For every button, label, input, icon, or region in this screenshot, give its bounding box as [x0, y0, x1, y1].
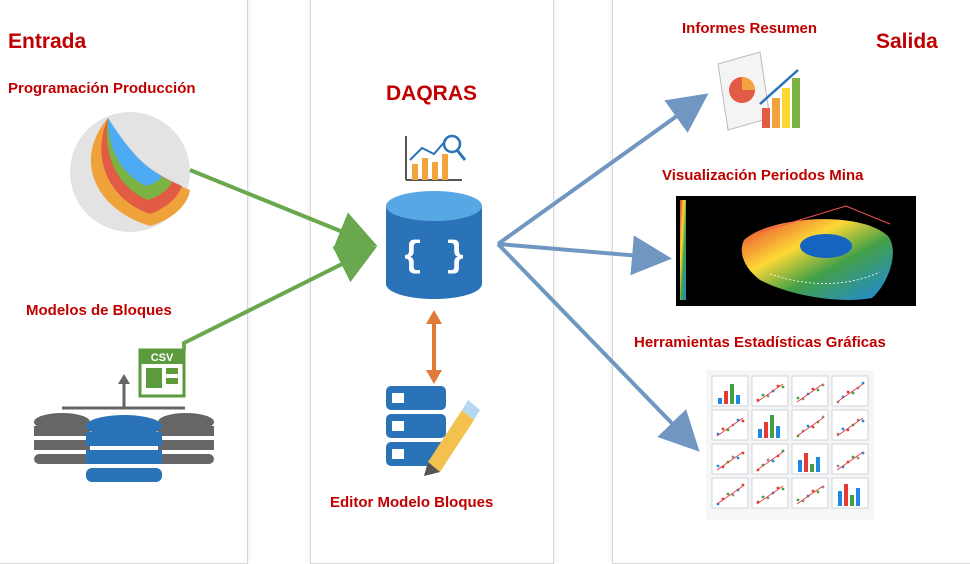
histogram-bar [764, 422, 768, 438]
trend-line [796, 383, 824, 403]
scatter-point [721, 427, 725, 431]
scatter-point [726, 492, 730, 496]
scatter-point [761, 393, 765, 397]
production-schedule-icon [70, 112, 190, 232]
histogram-bar [856, 488, 860, 506]
scatter-point [811, 425, 815, 429]
histogram-bar [838, 491, 842, 506]
arrow-daqras-to-reports [496, 93, 709, 246]
trend-line [796, 485, 824, 505]
scatter-point [816, 388, 820, 392]
scatter-point [741, 483, 745, 487]
database-stack-icon [34, 374, 214, 482]
scatter-point [781, 385, 785, 389]
histogram-bar [758, 429, 762, 438]
scatter-point [741, 419, 745, 423]
scatter-point [771, 459, 775, 463]
histogram-bar [736, 395, 740, 404]
histogram-bar [724, 391, 728, 404]
trend-line [716, 451, 744, 471]
scatter-point [861, 419, 865, 423]
scatter-point [806, 424, 810, 428]
block-model-editor-label: Editor Modelo Bloques [330, 494, 494, 511]
block-models-label: Modelos de Bloques [22, 300, 176, 321]
trend-line [716, 485, 744, 505]
csv-badge-text: CSV [151, 352, 174, 364]
histogram-bar [730, 384, 734, 404]
scatter-point [846, 390, 850, 394]
scatter-point [811, 489, 815, 493]
histogram-bar [770, 415, 774, 438]
svg-text:{ }: { } [402, 236, 467, 277]
daqras-database-icon: { } [386, 191, 482, 299]
chart-thumbnail [751, 375, 789, 407]
chart-thumbnail [831, 409, 869, 441]
trend-line [756, 383, 784, 403]
statistical-tools-label: Herramientas Estadísticas Gráficas [634, 334, 886, 351]
trend-line [836, 383, 864, 403]
scatter-point [761, 495, 765, 499]
csv-file-icon: CSV [138, 348, 186, 398]
scatter-point [731, 493, 735, 497]
histogram-bar [804, 453, 808, 472]
trend-line [716, 417, 744, 437]
trend-line [836, 417, 864, 437]
scatter-point [841, 427, 845, 431]
arrow-blocks-to-daqras [182, 246, 378, 350]
scatter-point [851, 391, 855, 395]
scatter-point [856, 456, 860, 460]
mine-periods-label: Visualización Periodos Mina [662, 167, 864, 184]
analytics-icon [405, 134, 467, 181]
scatter-point [716, 464, 720, 468]
scatter-point [781, 449, 785, 453]
production-schedule-label: Programación Producción [4, 78, 200, 99]
scatter-point [836, 464, 840, 468]
arrow-daqras-editor-bidirectional [426, 310, 442, 384]
scatter-point [781, 487, 785, 491]
mine-periods-visualization [676, 196, 916, 306]
scatter-point [861, 381, 865, 385]
scatter-point [736, 456, 740, 460]
summary-reports-icon [717, 51, 800, 131]
histogram-bar [850, 495, 854, 506]
trend-line [836, 451, 864, 471]
scatter-point [851, 455, 855, 459]
trend-line [756, 451, 784, 471]
trend-line [756, 485, 784, 505]
arrow-daqras-to-charts [496, 242, 700, 452]
arrow-production-to-daqras [189, 168, 378, 250]
arrow-daqras-to-visualization [497, 235, 672, 276]
histogram-bar [810, 464, 814, 472]
daqras-title: DAQRAS [386, 82, 478, 106]
input-title: Entrada [8, 30, 87, 54]
scatter-point [796, 396, 800, 400]
scatter-point [811, 387, 815, 391]
output-title: Salida [876, 30, 938, 54]
histogram-bar [844, 484, 848, 506]
trend-line [796, 417, 824, 437]
scatter-point [731, 455, 735, 459]
scatter-point [766, 458, 770, 462]
histogram-bar [816, 457, 820, 472]
summary-reports-label: Informes Resumen [682, 20, 818, 37]
block-model-editor-icon [386, 386, 480, 476]
scatter-point [796, 498, 800, 502]
histogram-bar [776, 426, 780, 438]
histogram-bar [798, 460, 802, 472]
chart-thumbnail [791, 375, 829, 407]
scatter-point [816, 490, 820, 494]
scatter-point [821, 415, 825, 419]
histogram-bar [718, 398, 722, 404]
